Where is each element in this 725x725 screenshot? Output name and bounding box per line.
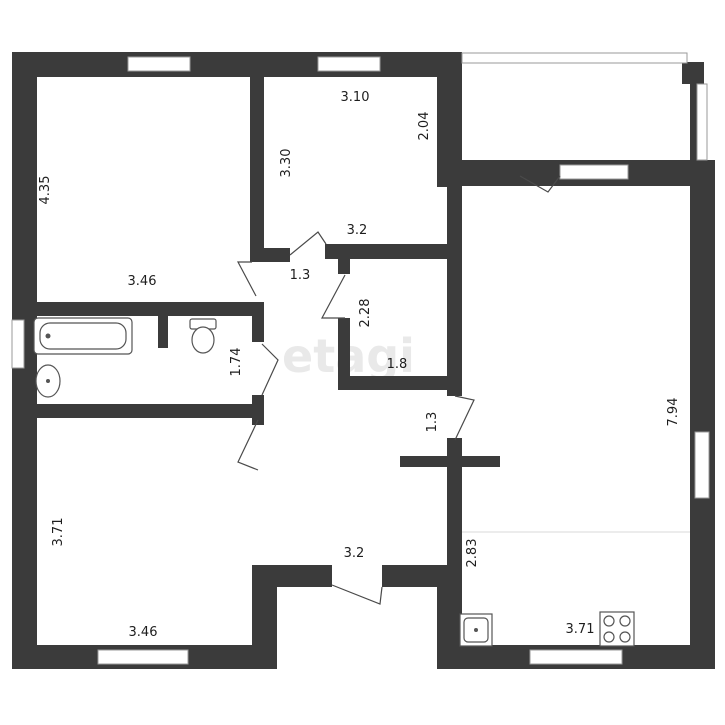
bathtub-icon	[33, 317, 133, 355]
dimension-labels: 4.35 3.46 3.10 2.04 3.30 3.2 1.3 2.28 1.…	[38, 90, 681, 640]
dim-living-height: 7.94	[666, 398, 681, 427]
door-bedroom-top-middle	[289, 231, 327, 256]
door-closet	[320, 274, 346, 319]
window-bedroom-top-middle	[317, 56, 381, 72]
window-bedroom-top-left	[127, 56, 191, 72]
dim-bedroom-top-middle-right: 2.04	[417, 112, 432, 141]
dim-bedroom-top-middle-bottom: 3.2	[347, 223, 368, 238]
dim-bedroom-top-left-height: 4.35	[38, 176, 53, 205]
fixtures	[33, 317, 690, 647]
window-balcony-top	[461, 52, 688, 64]
window-living-right	[694, 431, 710, 499]
window-living	[559, 164, 629, 180]
dim-bedroom-top-middle-top: 3.10	[341, 90, 370, 105]
toilet-icon	[189, 318, 217, 354]
dim-corridor-bottom: 3.2	[344, 546, 365, 561]
window-bedroom-bottom	[97, 649, 189, 665]
dim-bedroom-top-middle-left: 3.30	[279, 149, 294, 178]
dim-kitchen-depth: 2.83	[465, 539, 480, 568]
window-bathroom	[11, 319, 25, 369]
windows	[11, 52, 710, 665]
door-balcony	[519, 175, 561, 193]
dim-closet-width: 1.8	[387, 357, 408, 372]
dim-corridor-width: 1.3	[425, 412, 440, 433]
window-kitchen	[529, 649, 623, 665]
dim-hall-upper-width: 1.3	[290, 268, 311, 283]
dim-living-width: 3.71	[566, 622, 595, 637]
dim-bathroom-height: 1.74	[229, 348, 244, 377]
dim-bedroom-top-left-width: 3.46	[128, 274, 157, 289]
door-bathroom	[261, 343, 279, 396]
kitchen-sink-icon	[459, 613, 493, 647]
dim-bedroom-bottom-height: 3.71	[51, 518, 66, 547]
sink-icon	[35, 364, 61, 398]
door-hall-living	[454, 395, 475, 441]
dim-closet-height: 2.28	[358, 299, 373, 328]
doors	[237, 175, 561, 605]
door-bedroom-top-left	[237, 261, 257, 297]
door-entrance	[331, 584, 383, 605]
dim-bedroom-bottom-width: 3.46	[129, 625, 158, 640]
door-bedroom-bottom	[237, 419, 259, 471]
stove-icon	[599, 611, 635, 647]
window-balcony-right	[696, 83, 708, 161]
